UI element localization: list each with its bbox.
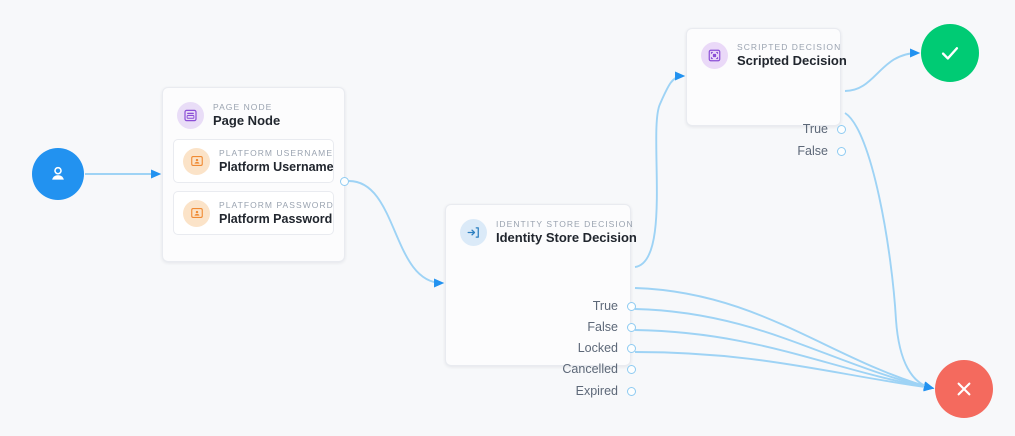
check-icon: [941, 47, 959, 60]
platform-password-kicker: PLATFORM PASSWORD: [219, 200, 334, 210]
scripted-outcome-row-true[interactable]: True: [803, 123, 846, 135]
start-node[interactable]: [32, 148, 84, 200]
scripted-decision-kicker: SCRIPTED DECISION: [737, 42, 842, 52]
page-node-icon: [184, 109, 197, 121]
page-node-kicker: PAGE NODE: [213, 102, 273, 112]
page-node-badge: [177, 101, 204, 129]
user-icon: [52, 166, 64, 180]
platform-username-kicker: PLATFORM USERNAME: [219, 148, 334, 158]
outcome-port-expired[interactable]: [627, 386, 636, 396]
scripted-outcome-port-false[interactable]: [837, 146, 846, 156]
outcome-port-true[interactable]: [627, 301, 636, 311]
platform-password-title: Platform Password: [219, 212, 333, 226]
outcome-row-locked[interactable]: Locked: [578, 342, 636, 354]
outcome-row-false[interactable]: False: [587, 321, 636, 333]
outcome-label-cancelled: Cancelled: [562, 362, 618, 376]
outcome-label-false: False: [587, 320, 618, 334]
platform-username-badge: [183, 147, 210, 175]
node-page-node[interactable]: PAGE NODE Page Node PLATFORM USERNAME Pl…: [162, 87, 349, 262]
outcome-port-locked[interactable]: [627, 343, 636, 353]
page-node-output-port[interactable]: [340, 177, 349, 186]
edge-identity-cancelled-to-failure: [634, 329, 935, 392]
id-card-icon: [190, 208, 203, 218]
outcome-row-cancelled[interactable]: Cancelled: [562, 363, 636, 375]
sign-in-icon: [467, 226, 479, 238]
scripted-outcome-port-true[interactable]: [837, 124, 846, 134]
outcome-row-true[interactable]: True: [593, 300, 636, 312]
outcome-label-locked: Locked: [577, 341, 618, 355]
id-card-icon: [190, 156, 203, 166]
close-icon: [957, 382, 971, 396]
scripted-outcome-label-false: False: [797, 144, 828, 158]
identity-store-decision-kicker: IDENTITY STORE DECISION: [496, 219, 634, 229]
edge-identity-false-to-failure: [634, 287, 935, 391]
scripted-outcome-label-true: True: [802, 122, 828, 136]
outcome-port-false[interactable]: [627, 322, 636, 332]
platform-username-title: Platform Username: [219, 160, 334, 174]
failure-node[interactable]: [935, 360, 993, 418]
outcome-label-expired: Expired: [575, 384, 618, 398]
node-scripted-decision[interactable]: SCRIPTED DECISION Scripted Decision True…: [686, 28, 847, 157]
outcome-port-cancelled[interactable]: [627, 364, 636, 374]
scripted-decision-header: SCRIPTED DECISION Scripted Decision: [697, 38, 847, 71]
edge-identity-expired-to-failure: [634, 351, 935, 392]
outcome-label-true: True: [592, 299, 618, 313]
outcome-row-expired[interactable]: Expired: [576, 385, 636, 397]
page-node-title: Page Node: [213, 113, 281, 128]
node-identity-store-decision[interactable]: IDENTITY STORE DECISION Identity Store D…: [445, 204, 637, 397]
page-node-header: PAGE NODE Page Node: [173, 98, 334, 131]
edge-identity-true-to-scripted: [634, 71, 686, 268]
scripted-decision-icon: [708, 49, 721, 61]
scripted-decision-badge: [701, 41, 728, 69]
success-node[interactable]: [921, 24, 979, 82]
callout-platform-password[interactable]: PLATFORM PASSWORD Platform Password: [173, 191, 334, 235]
identity-store-decision-header: IDENTITY STORE DECISION Identity Store D…: [456, 215, 637, 248]
edge-scripted-false-to-failure: [844, 112, 935, 391]
platform-password-badge: [183, 199, 210, 227]
edge-page-node-to-identity-store: [348, 180, 445, 288]
scripted-decision-title: Scripted Decision: [737, 53, 847, 68]
edge-identity-locked-to-failure: [634, 308, 935, 391]
edge-scripted-true-to-success: [844, 48, 921, 92]
identity-store-decision-badge: [460, 218, 487, 246]
identity-store-decision-title: Identity Store Decision: [496, 230, 637, 245]
scripted-outcome-row-false[interactable]: False: [797, 145, 846, 157]
callout-platform-username[interactable]: PLATFORM USERNAME Platform Username: [173, 139, 334, 183]
